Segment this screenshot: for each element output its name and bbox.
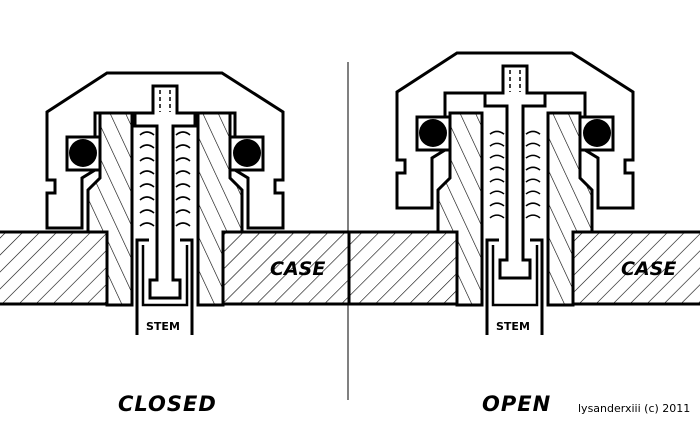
credit-text: lysanderxiii (c) 2011 [578, 402, 691, 415]
case-plate-closed [0, 230, 353, 306]
case-label-closed: CASE [270, 258, 326, 280]
state-label-open: OPEN [482, 392, 552, 416]
state-label-closed: CLOSED [118, 392, 217, 416]
case-plate-open [347, 230, 700, 306]
stem-label-closed: STEM [146, 320, 180, 333]
stem-label-open: STEM [496, 320, 530, 333]
case-label-open: CASE [621, 258, 677, 280]
